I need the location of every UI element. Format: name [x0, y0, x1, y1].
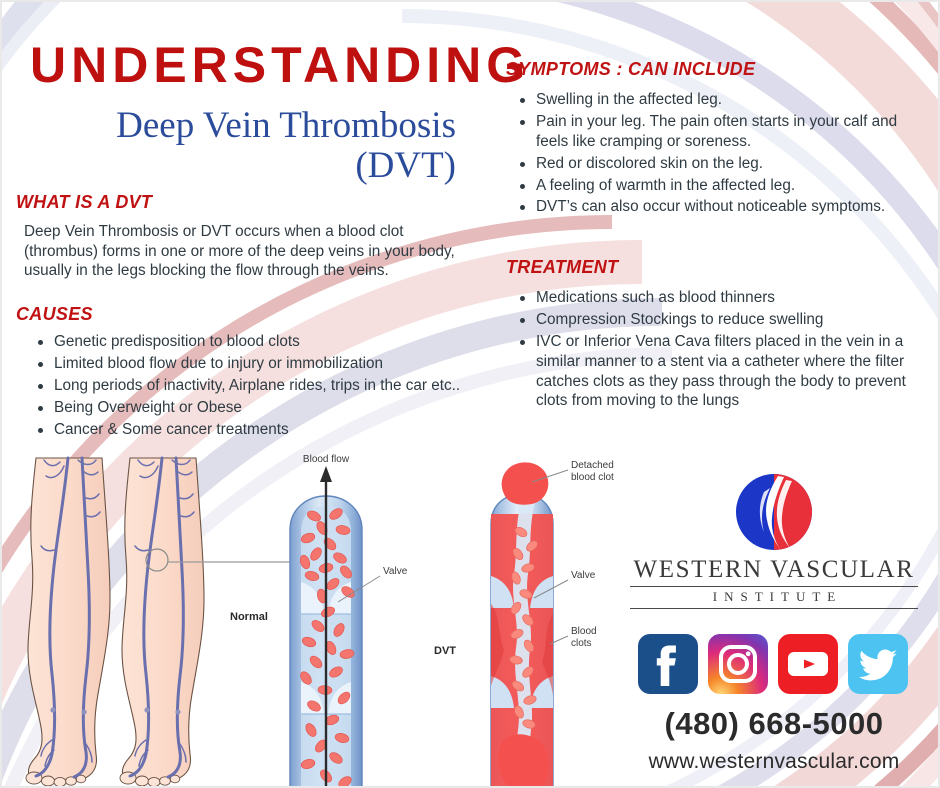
medical-illustration: Blood flow Valve Normal	[2, 454, 662, 786]
blood-clots-leader-line	[549, 635, 569, 645]
facebook-icon	[656, 645, 676, 686]
normal-vein-diagram: Blood flow Valve Normal	[230, 454, 408, 786]
list-item: Genetic predisposition to blood clots	[32, 332, 482, 352]
brand-name: WESTERN VASCULAR	[633, 556, 915, 583]
valve-label-normal: Valve	[383, 566, 408, 577]
social-links	[638, 634, 908, 694]
list-item: Being Overweight or Obese	[32, 398, 482, 418]
section-heading-treatment: TREATMENT	[506, 257, 619, 277]
list-item: A feeling of warmth in the affected leg.	[514, 176, 922, 196]
list-item: DVT’s can also occur without noticeable …	[514, 197, 922, 217]
callout-circle	[145, 548, 169, 572]
brand-divider-top	[630, 586, 918, 587]
instagram-icon	[719, 645, 757, 683]
what-is-a-dvt-paragraph: Deep Vein Thrombosis or DVT occurs when …	[24, 223, 455, 280]
list-item: Compression Stockings to reduce swelling	[514, 310, 922, 330]
detached-clot-shape	[501, 462, 549, 505]
youtube-icon	[788, 652, 828, 676]
section-heading-symptoms: SYMPTOMS : CAN INCLUDE	[506, 59, 756, 79]
twitter-icon	[858, 649, 897, 681]
list-item: Red or discolored skin on the leg.	[514, 154, 922, 174]
blood-clots-label-line2: clots	[571, 638, 592, 649]
website-url[interactable]: www.westernvascular.com	[648, 750, 900, 773]
blood-clots-label-line1: Blood	[571, 626, 597, 637]
leg-illustration-left	[25, 456, 111, 786]
youtube-link[interactable]	[778, 634, 838, 694]
page-subtitle-line2: (DVT)	[355, 144, 456, 186]
flame-vein-logo-icon	[736, 474, 812, 550]
phone-number[interactable]: (480) 668-5000	[664, 706, 884, 741]
valve-leader-line-dvt	[533, 579, 569, 599]
causes-list: Genetic predisposition to blood clots Li…	[32, 332, 482, 441]
detached-clot-leader-line	[531, 469, 569, 483]
list-item: Medications such as blood thinners	[514, 288, 922, 308]
page-subtitle-line1: Deep Vein Thrombosis	[116, 105, 456, 146]
twitter-link[interactable]	[848, 634, 908, 694]
leg-illustration-right	[119, 456, 290, 786]
section-heading-what-is-a-dvt: WHAT IS A DVT	[16, 192, 153, 212]
treatment-list: Medications such as blood thinners Compr…	[514, 288, 922, 413]
dvt-label: DVT	[434, 645, 456, 657]
page-title: UNDERSTANDING	[30, 37, 531, 93]
detached-clot-label-line2: blood clot	[571, 472, 614, 483]
list-item: Long periods of inactivity, Airplane rid…	[32, 376, 482, 396]
page-subtitle: Deep Vein Thrombosis (DVT)	[30, 106, 470, 186]
section-heading-causes: CAUSES	[16, 304, 93, 324]
blood-flow-label: Blood flow	[303, 454, 350, 465]
brand-block: WESTERN VASCULAR INSTITUTE	[618, 472, 930, 609]
facebook-link[interactable]	[638, 634, 698, 694]
normal-label: Normal	[230, 611, 268, 623]
valve-leader-line	[337, 575, 381, 603]
brand-subname: INSTITUTE	[712, 589, 843, 604]
list-item: Cancer & Some cancer treatments	[32, 420, 482, 440]
blood-flow-arrow	[320, 466, 332, 786]
list-item: Pain in your leg. The pain often starts …	[514, 112, 922, 152]
instagram-link[interactable]	[708, 634, 768, 694]
brand-divider-bottom	[630, 608, 918, 609]
dvt-vein-diagram: DVT Detached blood clot Valve Blood clot…	[434, 460, 614, 786]
valve-label-dvt: Valve	[571, 570, 596, 581]
list-item: Limited blood flow due to injury or immo…	[32, 354, 482, 374]
list-item: Swelling in the affected leg.	[514, 90, 922, 110]
symptoms-list: Swelling in the affected leg. Pain in yo…	[514, 90, 922, 219]
detached-clot-label-line1: Detached	[571, 460, 614, 471]
list-item: IVC or Inferior Vena Cava filters placed…	[514, 332, 922, 412]
